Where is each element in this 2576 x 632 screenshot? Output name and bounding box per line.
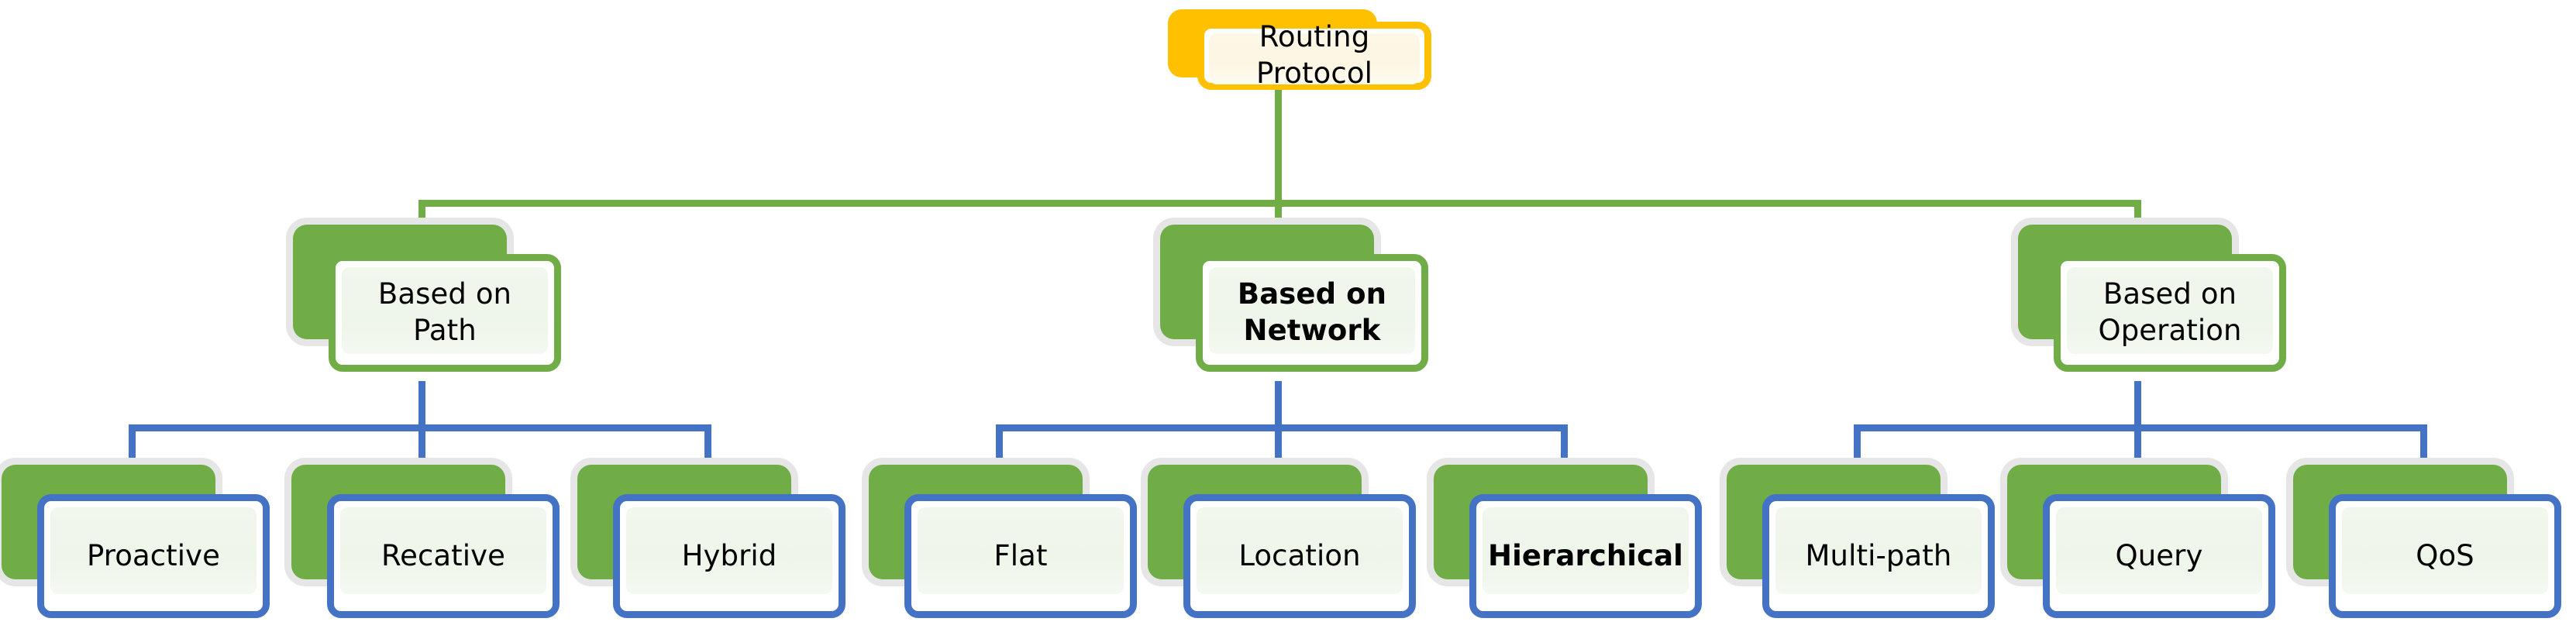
node-front-card: Multi-path	[1762, 494, 1995, 618]
node-label: QoS	[2416, 538, 2474, 572]
node-recative[interactable]: Recative	[291, 465, 560, 618]
connector-drop-qos	[2420, 424, 2427, 465]
connector-stem-based-on-operation	[2134, 381, 2141, 424]
node-front-card: Hierarchical	[1469, 494, 1702, 618]
node-based-on-operation[interactable]: Based on Operation	[2018, 225, 2286, 372]
node-front-card: Based on Path	[329, 254, 561, 372]
node-label: Hierarchical	[1488, 538, 1683, 572]
connector-bus-based-on-network	[996, 424, 1568, 431]
node-front-card: QoS	[2329, 494, 2561, 618]
node-label: Hybrid	[681, 538, 777, 572]
connector-drop-multi-path	[1854, 424, 1861, 465]
node-label: Flat	[994, 538, 1048, 572]
node-qos[interactable]: QoS	[2293, 465, 2561, 618]
connector-drop-location	[1275, 424, 1282, 465]
node-front-card: Location	[1183, 494, 1416, 618]
connector-root-stem	[1275, 81, 1282, 200]
node-label: Based on Operation	[2098, 277, 2242, 347]
node-front-card: Recative	[327, 494, 560, 618]
node-query[interactable]: Query	[2007, 465, 2275, 618]
connector-drop-hierarchical	[1561, 424, 1568, 465]
node-front-card: Query	[2043, 494, 2275, 618]
connector-stem-based-on-network	[1275, 381, 1282, 424]
node-front-card: Flat	[904, 494, 1137, 618]
node-routing-protocol[interactable]: Routing Protocol	[1168, 9, 1431, 90]
node-front-card: Based on Network	[1196, 254, 1428, 372]
node-label: Multi-path	[1805, 538, 1952, 572]
node-label: Based on Path	[377, 277, 512, 347]
node-label: Recative	[381, 538, 506, 572]
connector-stem-based-on-path	[418, 381, 425, 424]
node-label: Based on Network	[1237, 277, 1387, 347]
connector-drop-hybrid	[704, 424, 711, 465]
node-label: Routing Protocol	[1256, 20, 1372, 90]
node-front-card: Proactive	[37, 494, 270, 618]
node-front-card: Based on Operation	[2054, 254, 2286, 372]
node-label: Location	[1238, 538, 1361, 572]
node-hierarchical[interactable]: Hierarchical	[1434, 465, 1702, 618]
node-hybrid[interactable]: Hybrid	[577, 465, 845, 618]
node-proactive[interactable]: Proactive	[2, 465, 270, 618]
connector-drop-query	[2134, 424, 2141, 465]
node-flat[interactable]: Flat	[869, 465, 1137, 618]
connector-drop-proactive	[129, 424, 136, 465]
node-based-on-path[interactable]: Based on Path	[293, 225, 561, 372]
connector-drop-recative	[418, 424, 425, 465]
node-front-card: Hybrid	[613, 494, 845, 618]
node-multi-path[interactable]: Multi-path	[1727, 465, 1995, 618]
node-location[interactable]: Location	[1148, 465, 1416, 618]
node-based-on-network[interactable]: Based on Network	[1160, 225, 1428, 372]
node-label: Proactive	[86, 538, 221, 572]
node-label: Query	[2115, 538, 2203, 572]
node-front-card: Routing Protocol	[1197, 20, 1431, 90]
connector-drop-flat	[996, 424, 1003, 465]
